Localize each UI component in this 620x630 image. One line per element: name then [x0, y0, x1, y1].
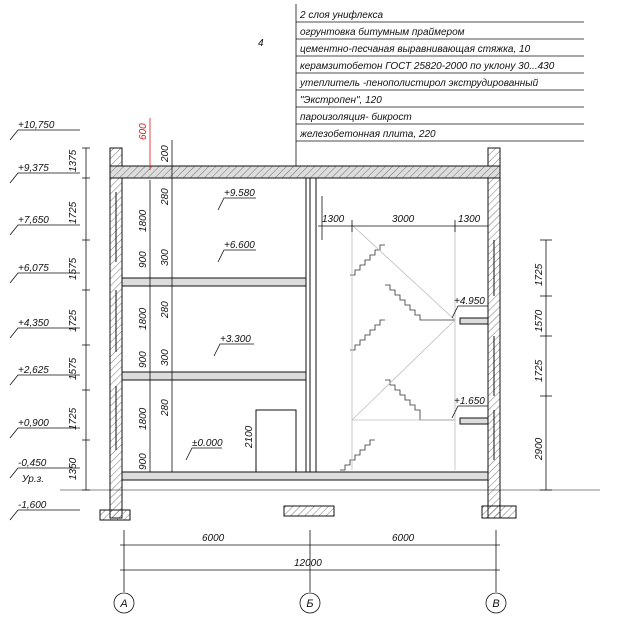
door-dimension-label: 2100: [244, 425, 255, 449]
dimension-label: 1800: [138, 209, 149, 232]
level-leaders: [9, 129, 80, 521]
level-mark: +0,900: [18, 418, 49, 429]
stair-flights: [340, 224, 456, 471]
dimension-label: 1350: [68, 457, 79, 480]
dimension-chain-left: [82, 147, 90, 491]
bottom-dimension-label: 6000: [392, 533, 415, 544]
floor-level-mark: ±0.000: [192, 438, 223, 449]
level-mark: +6,075: [18, 263, 49, 274]
dimension-label: 1575: [68, 357, 79, 380]
dimension-label: 900: [138, 351, 149, 368]
axis-label: В: [492, 598, 499, 610]
dimension-label: 1800: [138, 307, 149, 330]
stair-top-dimensions: [318, 220, 488, 232]
floor-marker: 4: [258, 38, 264, 49]
layer-note: железобетонная плита, 220: [299, 128, 436, 140]
landing-level-mark: +1.650: [454, 396, 485, 407]
level-mark: +9,375: [18, 163, 49, 174]
red-dimension-label: 600: [138, 123, 149, 140]
dimension-chain-right: [540, 239, 552, 491]
level-mark: -1,600: [18, 500, 47, 511]
dimension-chain-inner: [149, 140, 173, 472]
bottom-dimension-label: 12000: [294, 558, 322, 569]
level-mark: +4,350: [18, 318, 49, 329]
layer-note: огрунтовка битумным праймером: [300, 26, 465, 38]
dimension-label: 1570: [534, 309, 545, 332]
level-mark: Ур.з.: [21, 474, 44, 485]
layer-note: 2 слоя унифлекса: [299, 9, 383, 21]
floor-level-mark: +3.300: [220, 334, 251, 345]
layer-note: керамзитобетон ГОСТ 25820-2000 по уклону…: [300, 60, 555, 72]
level-mark: +2,625: [18, 365, 49, 376]
bottom-dimension-label: 6000: [202, 533, 225, 544]
level-mark: -0,450: [18, 458, 47, 469]
dimension-label: 1375: [68, 149, 79, 172]
stair-dimension-label: 1300: [322, 214, 345, 225]
dimension-label: 280: [160, 399, 171, 417]
building-structure: [60, 147, 600, 521]
dimension-label: 1725: [68, 309, 79, 332]
landing-mark-leaders: [451, 305, 488, 419]
dimension-label: 280: [160, 188, 171, 206]
level-mark: +10,750: [18, 120, 55, 131]
dimension-label: 1800: [138, 407, 149, 430]
dimension-label: 280: [160, 301, 171, 319]
axis-label: А: [119, 598, 127, 610]
dimension-label: 1725: [534, 263, 545, 286]
stair-dimension-label: 3000: [392, 214, 415, 225]
dimension-label: 300: [160, 349, 171, 366]
dimension-label: 900: [138, 251, 149, 268]
floor-mark-leaders: [185, 196, 323, 461]
dimension-label: 900: [138, 453, 149, 470]
dimension-label: 1725: [68, 201, 79, 224]
landing-level-mark: +4.950: [454, 296, 485, 307]
dimension-label: 1725: [534, 359, 545, 382]
stair-dimension-label: 1300: [458, 214, 481, 225]
axis-label: Б: [306, 598, 313, 610]
dimension-label: 1725: [68, 407, 79, 430]
floor-level-mark: +9.580: [224, 188, 255, 199]
layer-notes: [295, 4, 584, 172]
dimension-label: 300: [160, 249, 171, 266]
axis-markers: [113, 592, 507, 614]
layer-note: пароизоляция- бикрост: [300, 111, 412, 123]
layer-note: цементно-песчаная выравнивающая стяжка, …: [300, 44, 531, 55]
dimension-label: 1575: [68, 257, 79, 280]
level-mark: +7,650: [18, 215, 49, 226]
layer-note: утеплитель -пенополистирол экструдирован…: [299, 78, 539, 89]
dimension-label: 200: [160, 145, 171, 163]
layer-note: "Экстропен", 120: [300, 95, 382, 106]
floor-level-mark: +6.600: [224, 240, 255, 251]
bottom-dimensions: [120, 530, 500, 592]
dimension-label: 2900: [534, 437, 545, 461]
